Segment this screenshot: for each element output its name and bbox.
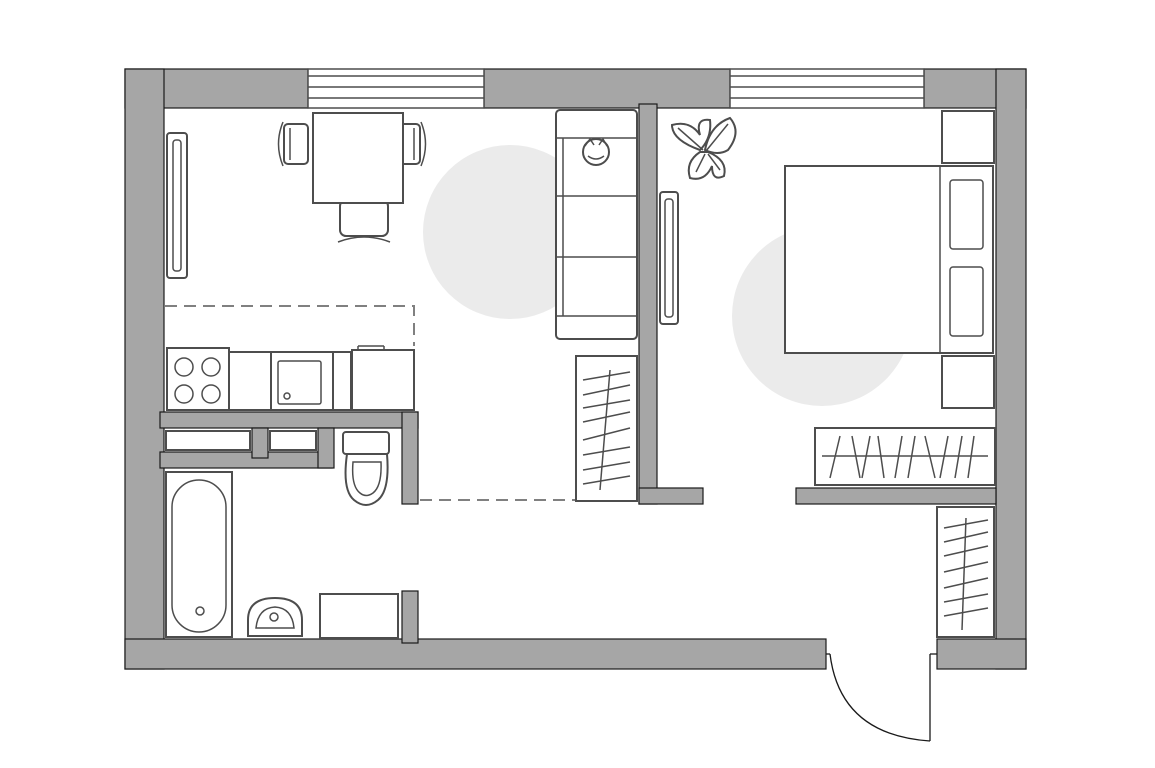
radiator-living: [166, 132, 188, 279]
kitchen-counter: [228, 351, 272, 411]
wardrobe-bedroom: [814, 427, 996, 486]
kitchen-shelf-left: [165, 430, 251, 451]
window-left: [307, 68, 485, 109]
stove: [166, 347, 230, 411]
living-zone-circle: [423, 145, 597, 319]
dining-table: [312, 112, 404, 204]
washbasin: [247, 596, 303, 637]
window-right: [729, 68, 925, 109]
entrance-door: [826, 653, 937, 742]
nightstand-bottom: [941, 355, 995, 409]
cat-icon: [582, 137, 610, 166]
washing-machine: [319, 593, 399, 639]
wardrobe-living: [575, 355, 638, 502]
double-bed: [784, 165, 994, 354]
bathtub: [165, 471, 233, 638]
toilet: [342, 431, 390, 506]
kitchen-sink: [270, 351, 334, 411]
dining-set: [277, 112, 427, 243]
nightstand-top: [941, 110, 995, 164]
wardrobe-hallway: [936, 506, 995, 638]
radiator-bedroom: [659, 191, 679, 325]
kitchen-counter-2: [332, 351, 352, 411]
plant-icon: [670, 116, 737, 180]
walls: [124, 68, 1027, 670]
fridge: [351, 345, 415, 411]
sofa: [555, 109, 638, 340]
kitchen-shelf-right: [269, 430, 317, 451]
kitchen-zone-outline: [165, 305, 415, 346]
